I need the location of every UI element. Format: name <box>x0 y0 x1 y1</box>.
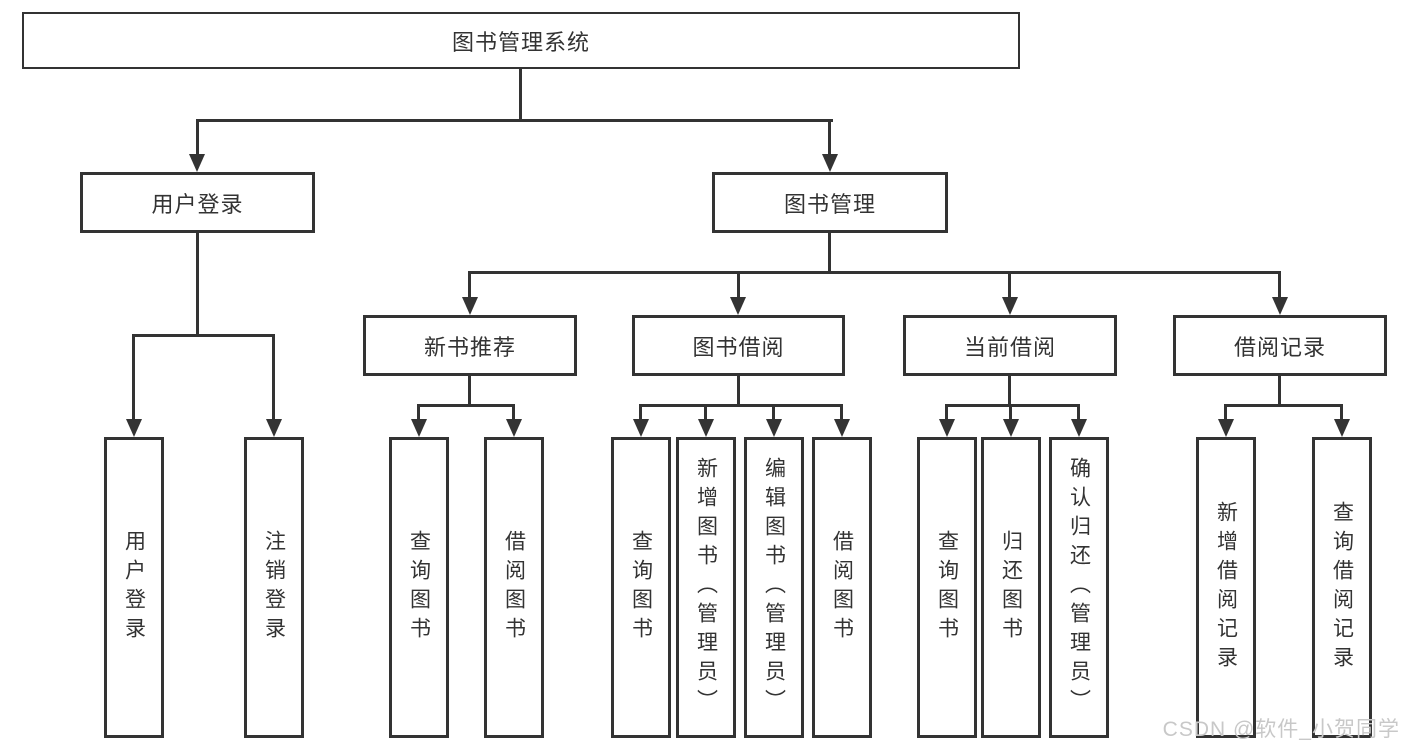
connector-line <box>132 334 275 337</box>
node-leaf-borrow-books-1: 借阅图书 <box>484 437 544 738</box>
connector-line <box>704 404 707 422</box>
connector-line <box>1008 375 1011 407</box>
connector-line <box>1278 271 1281 300</box>
csdn-watermark: CSDN @软件_小贺同学 <box>1162 718 1400 741</box>
connector-line <box>1340 404 1343 422</box>
node-user-login: 用户登录 <box>80 172 315 233</box>
connector-line <box>737 375 740 407</box>
arrow-down-icon <box>730 297 746 315</box>
connector-line <box>1224 404 1227 422</box>
connector-line <box>945 404 1080 407</box>
connector-line <box>417 404 515 407</box>
arrow-down-icon <box>126 419 142 437</box>
arrow-down-icon <box>506 419 522 437</box>
arrow-down-icon <box>462 297 478 315</box>
arrow-down-icon <box>1272 297 1288 315</box>
arrow-down-icon <box>766 419 782 437</box>
connector-line <box>196 119 833 122</box>
connector-line <box>196 119 199 157</box>
connector-line <box>1224 404 1343 407</box>
connector-line <box>417 404 420 422</box>
connector-line <box>512 404 515 422</box>
connector-line <box>945 404 948 422</box>
node-leaf-edit-books-admin: 编辑图书（管理员） <box>744 437 804 738</box>
connector-line <box>828 232 831 274</box>
connector-line <box>196 232 199 337</box>
arrow-down-icon <box>834 419 850 437</box>
connector-line <box>1009 404 1012 422</box>
connector-line <box>772 404 775 422</box>
arrow-down-icon <box>1334 419 1350 437</box>
node-leaf-query-books-1: 查询图书 <box>389 437 449 738</box>
node-leaf-user-login: 用户登录 <box>104 437 164 738</box>
connector-line <box>1077 404 1080 422</box>
arrow-down-icon <box>1071 419 1087 437</box>
node-current-borrowing: 当前借阅 <box>903 315 1117 376</box>
node-borrowing-records: 借阅记录 <box>1173 315 1387 376</box>
node-leaf-confirm-return-admin: 确认归还（管理员） <box>1049 437 1109 738</box>
arrow-down-icon <box>411 419 427 437</box>
node-leaf-query-books-2: 查询图书 <box>611 437 671 738</box>
node-new-book-recommend: 新书推荐 <box>363 315 577 376</box>
arrow-down-icon <box>189 154 205 172</box>
arrow-down-icon <box>939 419 955 437</box>
connector-line <box>132 334 135 422</box>
node-leaf-query-borrow-record: 查询借阅记录 <box>1312 437 1372 738</box>
connector-line <box>468 271 1281 274</box>
node-root: 图书管理系统 <box>22 12 1020 69</box>
connector-line <box>1278 375 1281 407</box>
arrow-down-icon <box>1003 419 1019 437</box>
node-leaf-logout: 注销登录 <box>244 437 304 738</box>
connector-line <box>519 68 522 122</box>
node-leaf-query-books-3: 查询图书 <box>917 437 977 738</box>
arrow-down-icon <box>266 419 282 437</box>
connector-line <box>840 404 843 422</box>
connector-line <box>639 404 642 422</box>
node-book-borrowing: 图书借阅 <box>632 315 845 376</box>
node-book-management: 图书管理 <box>712 172 948 233</box>
connector-line <box>1008 271 1011 300</box>
arrow-down-icon <box>1218 419 1234 437</box>
connector-line <box>468 271 471 300</box>
node-leaf-return-books: 归还图书 <box>981 437 1041 738</box>
arrow-down-icon <box>1002 297 1018 315</box>
arrow-down-icon <box>633 419 649 437</box>
node-leaf-add-borrow-record: 新增借阅记录 <box>1196 437 1256 738</box>
node-leaf-add-books-admin: 新增图书（管理员） <box>676 437 736 738</box>
connector-line <box>828 119 831 157</box>
connector-line <box>468 375 471 407</box>
node-leaf-borrow-books-2: 借阅图书 <box>812 437 872 738</box>
connector-line <box>737 271 740 300</box>
arrow-down-icon <box>698 419 714 437</box>
connector-line <box>272 334 275 422</box>
arrow-down-icon <box>822 154 838 172</box>
connector-line <box>639 404 843 407</box>
